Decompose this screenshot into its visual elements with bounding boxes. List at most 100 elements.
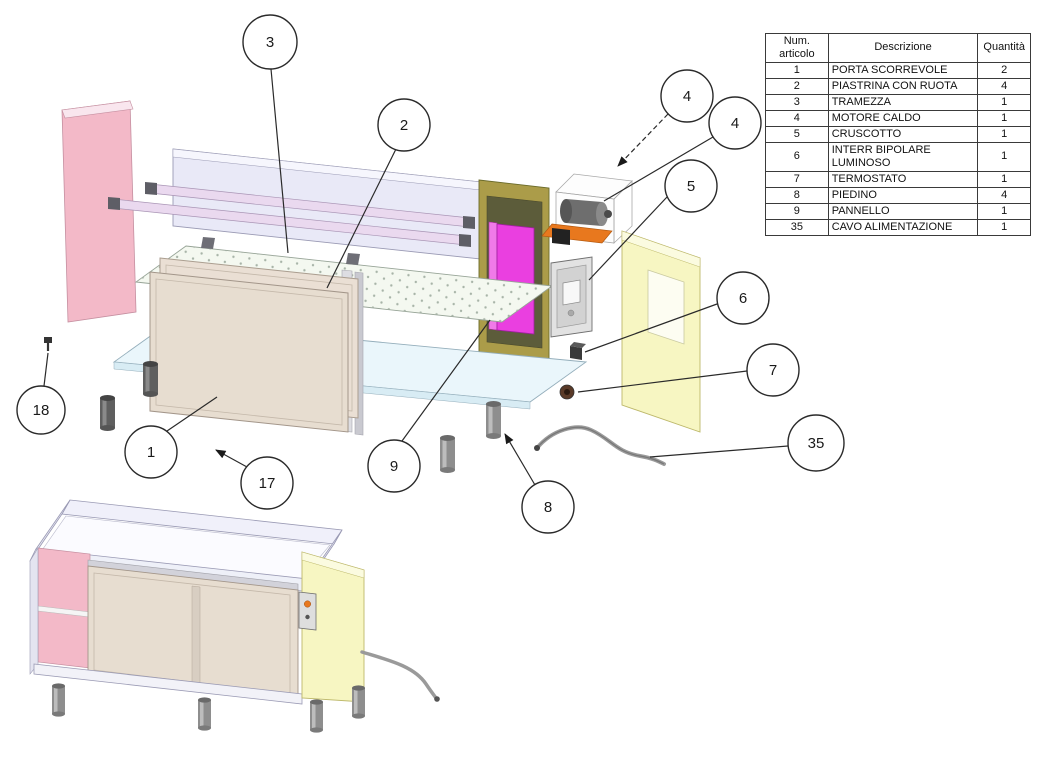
door-front bbox=[149, 271, 349, 433]
callout-4b: 4 bbox=[603, 96, 762, 202]
motor-cylinder bbox=[566, 199, 602, 226]
table-row: 7 TERMOSTATO 1 bbox=[765, 170, 1031, 188]
cell-qty: 1 bbox=[977, 218, 1031, 236]
assembled-control-panel bbox=[298, 591, 317, 631]
motor-bracket bbox=[552, 228, 570, 245]
cell-desc: MOTORE CALDO bbox=[827, 109, 979, 127]
foot bbox=[198, 697, 211, 731]
cell-desc: PIASTRINA CON RUOTA bbox=[827, 77, 979, 95]
assembled-bottom-rail bbox=[33, 663, 303, 705]
col-header-quantita: Quantità bbox=[977, 33, 1031, 63]
cruscotto-plate bbox=[550, 256, 593, 338]
motor-assembly bbox=[541, 173, 633, 245]
foot bbox=[310, 699, 323, 733]
cell-qty: 4 bbox=[977, 77, 1031, 95]
callout-35: 35 bbox=[649, 414, 845, 472]
assembled-doors bbox=[87, 559, 299, 703]
cell-num: 5 bbox=[765, 125, 829, 143]
cell-num: 2 bbox=[765, 77, 829, 95]
parts-table: Num. articolo Descrizione Quantità 1 POR… bbox=[765, 33, 1031, 236]
cell-num: 35 bbox=[765, 218, 829, 236]
svg-text:8: 8 bbox=[544, 499, 552, 516]
switch-bipolar bbox=[570, 342, 586, 360]
cell-num: 1 bbox=[765, 61, 829, 79]
svg-text:3: 3 bbox=[266, 34, 274, 51]
callout-18: 18 bbox=[16, 352, 66, 435]
foot bbox=[486, 401, 501, 439]
cell-num: 7 bbox=[765, 170, 829, 188]
foot bbox=[440, 435, 455, 473]
table-row: 4 MOTORE CALDO 1 bbox=[765, 109, 1031, 127]
exploded-view bbox=[44, 100, 701, 473]
col-header-num-articolo: Num. articolo bbox=[765, 33, 829, 63]
callout-2: 2 bbox=[326, 98, 431, 289]
assembled-left-post bbox=[29, 546, 39, 675]
cell-desc: INTERR BIPOLARE LUMINOSO bbox=[827, 141, 979, 172]
svg-text:5: 5 bbox=[687, 178, 695, 195]
table-header-row: Num. articolo Descrizione Quantità bbox=[765, 33, 1031, 63]
side-panel-pink bbox=[61, 100, 137, 323]
table-row: 5 CRUSCOTTO 1 bbox=[765, 125, 1031, 143]
svg-text:4: 4 bbox=[683, 88, 691, 105]
side-panel-yellow bbox=[621, 230, 701, 433]
assembled-power-cable bbox=[360, 650, 440, 702]
cell-num: 6 bbox=[765, 141, 829, 172]
callout-8: 8 bbox=[504, 433, 575, 534]
assembled-view bbox=[29, 499, 440, 733]
table-row: 3 TRAMEZZA 1 bbox=[765, 93, 1031, 111]
callout-17: 17 bbox=[215, 449, 294, 510]
cell-desc: CRUSCOTTO bbox=[827, 125, 979, 143]
callout-3: 3 bbox=[242, 14, 298, 254]
top-rails bbox=[108, 182, 475, 247]
cell-qty: 1 bbox=[977, 141, 1031, 172]
callout-6: 6 bbox=[584, 271, 770, 353]
cell-desc: TRAMEZZA bbox=[827, 93, 979, 111]
cell-num: 4 bbox=[765, 109, 829, 127]
shelf-bracket bbox=[346, 253, 360, 265]
cell-desc: PIEDINO bbox=[827, 186, 979, 204]
table-row: 1 PORTA SCORREVOLE 2 bbox=[765, 61, 1031, 79]
col-header-descrizione: Descrizione bbox=[827, 33, 979, 63]
cell-qty: 1 bbox=[977, 109, 1031, 127]
screw bbox=[44, 337, 52, 351]
foot bbox=[52, 683, 65, 717]
foot bbox=[143, 361, 158, 397]
indicator-light bbox=[304, 600, 311, 608]
cell-desc: PANNELLO bbox=[827, 202, 979, 220]
svg-text:6: 6 bbox=[739, 290, 747, 307]
svg-text:17: 17 bbox=[259, 475, 276, 492]
cell-qty: 1 bbox=[977, 202, 1031, 220]
callout-7: 7 bbox=[577, 343, 800, 397]
svg-text:7: 7 bbox=[769, 362, 777, 379]
foot bbox=[100, 395, 115, 431]
foot bbox=[352, 685, 365, 719]
svg-text:35: 35 bbox=[808, 435, 825, 452]
cell-desc: PORTA SCORREVOLE bbox=[827, 61, 979, 79]
callout-5: 5 bbox=[588, 159, 718, 281]
table-row: 8 PIEDINO 4 bbox=[765, 186, 1031, 204]
table-row: 6 INTERR BIPOLARE LUMINOSO 1 bbox=[765, 141, 1031, 172]
cell-num: 9 bbox=[765, 202, 829, 220]
svg-text:4: 4 bbox=[731, 115, 739, 132]
table-row: 9 PANNELLO 1 bbox=[765, 202, 1031, 220]
table-row: 35 CAVO ALIMENTAZIONE 1 bbox=[765, 218, 1031, 236]
control-knob bbox=[305, 614, 310, 620]
cell-num: 3 bbox=[765, 93, 829, 111]
cell-desc: CAVO ALIMENTAZIONE bbox=[827, 218, 979, 236]
cell-qty: 4 bbox=[977, 186, 1031, 204]
callout-9: 9 bbox=[367, 319, 491, 493]
assembled-yellow-panel bbox=[301, 551, 365, 703]
callout-1: 1 bbox=[124, 396, 218, 479]
svg-text:18: 18 bbox=[33, 402, 50, 419]
table-row: 2 PIASTRINA CON RUOTA 4 bbox=[765, 77, 1031, 95]
callout-4a: 4 bbox=[617, 69, 714, 167]
cell-qty: 1 bbox=[977, 125, 1031, 143]
motor-base-orange bbox=[541, 223, 613, 244]
svg-text:1: 1 bbox=[147, 444, 155, 461]
cell-desc: TERMOSTATO bbox=[827, 170, 979, 188]
callouts: 3 2 4 4 5 6 7 bbox=[16, 14, 845, 534]
cell-qty: 1 bbox=[977, 93, 1031, 111]
power-cable bbox=[534, 425, 666, 466]
